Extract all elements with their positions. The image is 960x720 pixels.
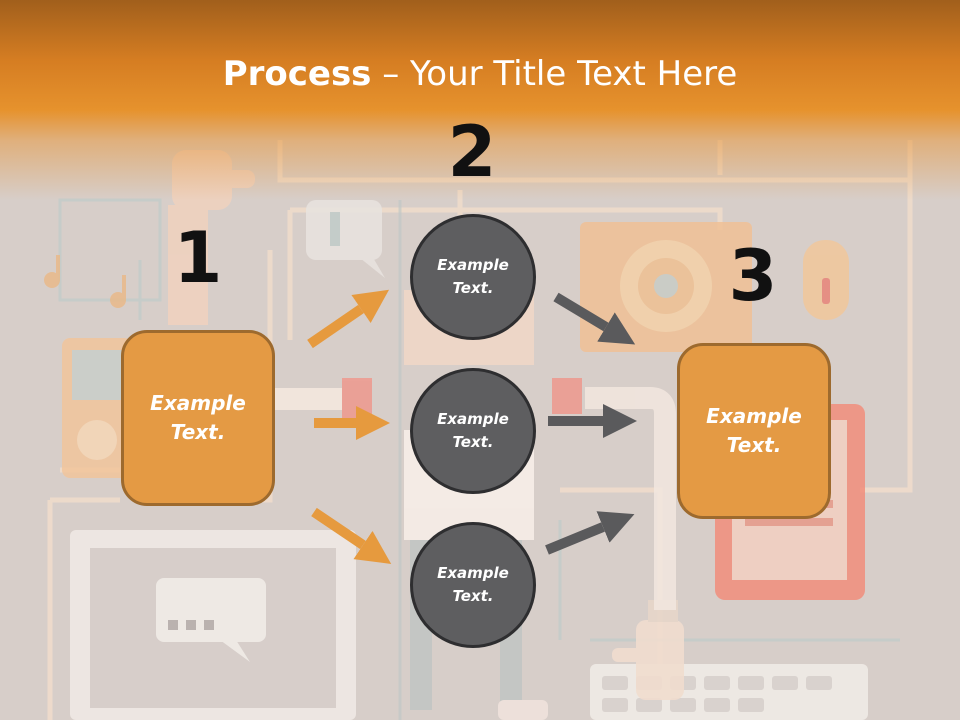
title-rest: – Your Title Text Here bbox=[371, 54, 738, 94]
header-band bbox=[0, 0, 960, 200]
step-2-circle-middle[interactable]: Example Text. bbox=[410, 368, 536, 494]
step-2-circle-bottom[interactable]: Example Text. bbox=[410, 522, 536, 648]
circle-top-line2: Text. bbox=[452, 279, 494, 297]
title-strong: Process bbox=[222, 54, 372, 94]
step-number-3: 3 bbox=[728, 235, 778, 317]
circle-middle-line1: Example bbox=[437, 410, 509, 428]
step-3-box[interactable]: Example Text. bbox=[677, 343, 831, 519]
step-2-circle-top[interactable]: Example Text. bbox=[410, 214, 536, 340]
step-1-box-line1: Example bbox=[150, 391, 246, 415]
slide-title: Process – Your Title Text Here bbox=[0, 52, 960, 96]
step-3-box-line1: Example bbox=[706, 404, 802, 428]
circle-bottom-line1: Example bbox=[437, 564, 509, 582]
step-1-box[interactable]: Example Text. bbox=[121, 330, 275, 506]
circle-top-line1: Example bbox=[437, 256, 509, 274]
circle-bottom-line2: Text. bbox=[452, 587, 494, 605]
arrow-bottom-to-right bbox=[545, 511, 635, 555]
step-number-1: 1 bbox=[173, 217, 223, 299]
circle-middle-line2: Text. bbox=[452, 433, 494, 451]
arrow-left-to-bottom bbox=[311, 507, 392, 564]
arrow-top-to-right bbox=[553, 292, 636, 345]
arrow-left-to-top bbox=[307, 289, 390, 349]
step-3-box-line2: Text. bbox=[726, 433, 782, 457]
step-1-box-line2: Text. bbox=[170, 420, 226, 444]
step-number-2: 2 bbox=[447, 111, 497, 193]
